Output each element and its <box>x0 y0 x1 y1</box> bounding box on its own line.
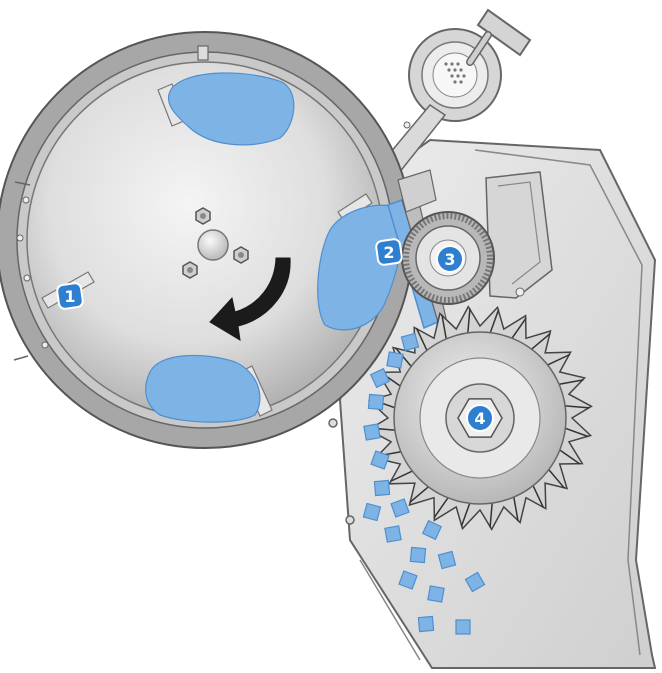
product-cube <box>401 333 418 350</box>
hub-nut <box>234 247 248 263</box>
hub-nut <box>183 262 197 278</box>
product-cube <box>368 394 383 409</box>
marker-drum: 1 <box>56 282 83 309</box>
product-cube <box>387 352 403 368</box>
product-cube <box>364 424 380 440</box>
product-cube <box>428 586 444 602</box>
housing-bolt <box>346 516 354 524</box>
marker-cutting-wheel: 4 <box>467 405 493 431</box>
product-cube <box>418 616 433 631</box>
marker-impeller: 2 <box>375 238 402 265</box>
product-cube <box>363 503 380 520</box>
svg-text:4: 4 <box>474 409 485 428</box>
marker-feed-roller: 3 <box>437 246 463 272</box>
product-cube <box>410 547 425 562</box>
product-cube <box>438 551 455 568</box>
svg-text:2: 2 <box>383 243 394 262</box>
housing-bolt <box>329 419 337 427</box>
svg-text:1: 1 <box>64 287 75 306</box>
product-cube <box>456 620 470 634</box>
svg-text:3: 3 <box>444 250 455 269</box>
product-cube <box>385 526 401 542</box>
hub-nut <box>196 208 210 224</box>
drum-hub <box>198 230 228 260</box>
product-cube <box>374 480 389 495</box>
